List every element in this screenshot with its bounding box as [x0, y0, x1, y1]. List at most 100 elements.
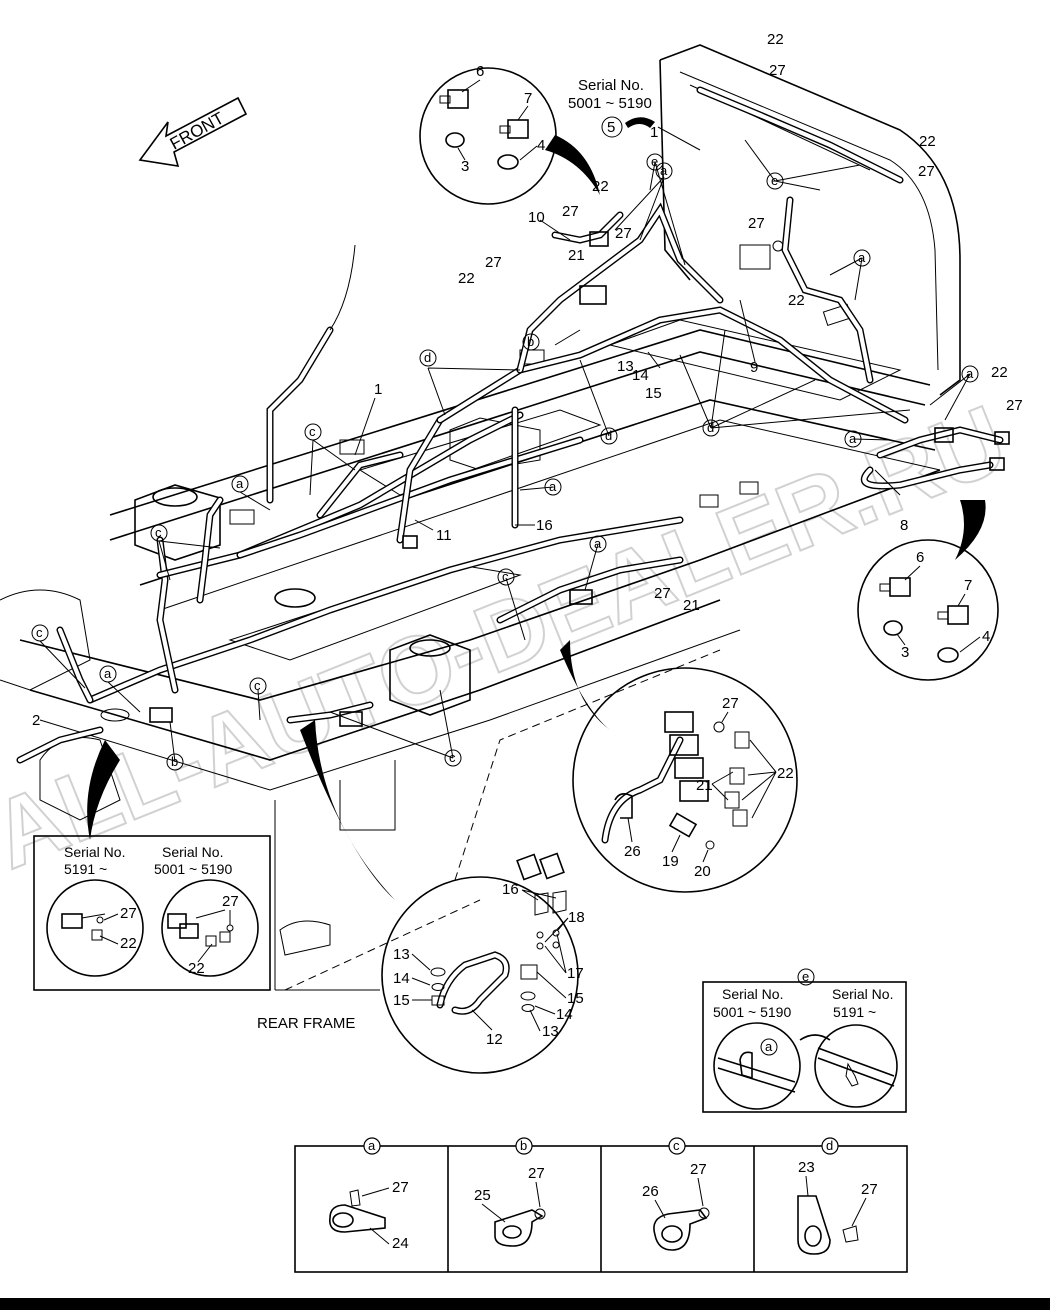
clip-letter-a: a a a a a a a a [99, 162, 979, 683]
part-label-21-mid: 21 [683, 597, 700, 614]
svg-text:c: c [502, 569, 509, 584]
inset-left-22-a: 22 [120, 935, 137, 952]
table-b-part-2: 25 [474, 1187, 491, 1204]
part-label-13-detail-a: 13 [393, 946, 410, 963]
svg-text:a: a [594, 536, 602, 551]
part-label-11: 11 [436, 527, 452, 544]
part-label-22-d: 22 [458, 270, 475, 287]
serial-main-title: Serial No. [578, 77, 644, 94]
inset-e-range-a: 5001 ~ 5190 [713, 1004, 791, 1020]
front-arrow: FRONT [138, 96, 248, 167]
part-label-27-f: 27 [485, 254, 502, 271]
part-label-18-detail: 18 [568, 909, 585, 926]
detail-circle-terminals-right: 6 7 3 4 [857, 539, 999, 681]
part-label-15-detail-b: 15 [567, 990, 584, 1007]
part-label-1-top: 1 [650, 124, 658, 141]
clip-table-cell-b: b 27 25 [474, 1137, 546, 1247]
part-label-13: 13 [617, 358, 634, 375]
clip-letters: a a a a a a a a b b c c c c c c d d d e [31, 153, 979, 771]
clip-table-cell-a: a 27 24 [328, 1137, 409, 1252]
part-label-22-c: 22 [592, 178, 609, 195]
detail-circle-terminals-top: 6 7 3 4 [419, 63, 557, 205]
svg-text:a: a [765, 1039, 773, 1054]
svg-text:d: d [826, 1138, 833, 1153]
svg-text:c: c [155, 525, 162, 540]
part-label-26-detail: 26 [624, 843, 641, 860]
callout-pointers [87, 117, 986, 900]
part-label-14-detail-b: 14 [556, 1006, 573, 1023]
wire-harness [16, 86, 1010, 764]
part-label-16-detail: 16 [502, 881, 519, 898]
part-label-13-detail-b: 13 [542, 1023, 559, 1040]
inset-e-title-a: Serial No. [722, 986, 783, 1002]
part-label-22-b: 22 [919, 133, 936, 150]
part-label-22-e: 22 [788, 292, 805, 309]
table-b-part-1: 27 [528, 1165, 545, 1182]
svg-text:c: c [673, 1138, 680, 1153]
inset-left-title-b: Serial No. [162, 844, 223, 860]
svg-text:a: a [849, 431, 857, 446]
part-label-17-detail: 17 [567, 965, 584, 982]
svg-text:a: a [966, 366, 974, 381]
inset-e-letter: e [802, 969, 809, 984]
svg-text:a: a [660, 163, 668, 178]
part-label-15: 15 [645, 385, 662, 402]
part-label-27-g: 27 [1006, 397, 1023, 414]
part-label-12-detail: 12 [486, 1031, 503, 1048]
part-label-27-c: 27 [562, 203, 579, 220]
inset-left-27-a: 27 [120, 905, 137, 922]
part-label-1: 1 [374, 381, 382, 398]
inset-left-22-b: 22 [188, 960, 205, 977]
svg-text:e: e [771, 173, 778, 188]
bottom-border [0, 1298, 1050, 1310]
inset-left-range-a: 5191 ~ [64, 861, 107, 877]
svg-text:d: d [707, 420, 714, 435]
part-label-3-top: 3 [461, 158, 469, 175]
part-label-21-detail: 21 [696, 777, 713, 794]
serial-main: Serial No. 5001 ~ 5190 5 [568, 77, 652, 138]
svg-text:b: b [527, 334, 534, 349]
table-d-part-2: 27 [861, 1181, 878, 1198]
part-label-7-top: 7 [524, 90, 532, 107]
part-label-3-right: 3 [901, 644, 909, 661]
svg-text:c: c [36, 625, 43, 640]
part-label-27-h: 27 [654, 585, 671, 602]
rear-frame-label: REAR FRAME [257, 1015, 355, 1032]
svg-text:c: c [254, 678, 261, 693]
part-labels: 1 1 2 8 9 10 11 13 14 15 16 21 21 22 22 … [32, 31, 1023, 729]
part-label-15-detail-a: 15 [393, 992, 410, 1009]
svg-text:a: a [104, 666, 112, 681]
table-a-part-2: 24 [392, 1235, 409, 1252]
clip-letter-b: b b [166, 333, 540, 771]
inset-e-range-b: 5191 ~ [833, 1004, 876, 1020]
part-label-27-a: 27 [769, 62, 786, 79]
table-a-part-1: 27 [392, 1179, 409, 1196]
part-label-10: 10 [528, 209, 545, 226]
part-label-6-right: 6 [916, 549, 924, 566]
inset-serial-connectors: Serial No. 5191 ~ Serial No. 5001 ~ 5190… [33, 835, 271, 991]
clip-letter-e: e e [646, 153, 784, 190]
clip-letter-c: c c c c c c [31, 423, 515, 767]
inset-left-range-b: 5001 ~ 5190 [154, 861, 232, 877]
front-label: FRONT [167, 108, 227, 153]
detail-circle-relay-bracket: 27 22 21 26 19 20 [572, 667, 798, 893]
svg-text:d: d [605, 428, 612, 443]
part-label-2: 2 [32, 712, 40, 729]
part-label-22-detail: 22 [777, 765, 794, 782]
svg-text:a: a [858, 250, 866, 265]
part-label-8: 8 [900, 517, 908, 534]
table-c-part-2: 27 [690, 1161, 707, 1178]
part-label-9: 9 [750, 359, 758, 376]
part-label-27-e: 27 [748, 215, 765, 232]
part-label-6-top: 6 [476, 63, 484, 80]
inset-e-clip-variants: e Serial No. 5001 ~ 5190 Serial No. 5191… [702, 968, 907, 1113]
engine-hood [659, 44, 961, 396]
svg-text:c: c [449, 750, 456, 765]
leader-lines [39, 126, 971, 763]
part-label-14: 14 [632, 367, 649, 384]
part-label-19-detail: 19 [662, 853, 679, 870]
svg-text:c: c [309, 424, 316, 439]
clip-letter-d: d d d [419, 349, 720, 445]
part-label-20-detail: 20 [694, 863, 711, 880]
